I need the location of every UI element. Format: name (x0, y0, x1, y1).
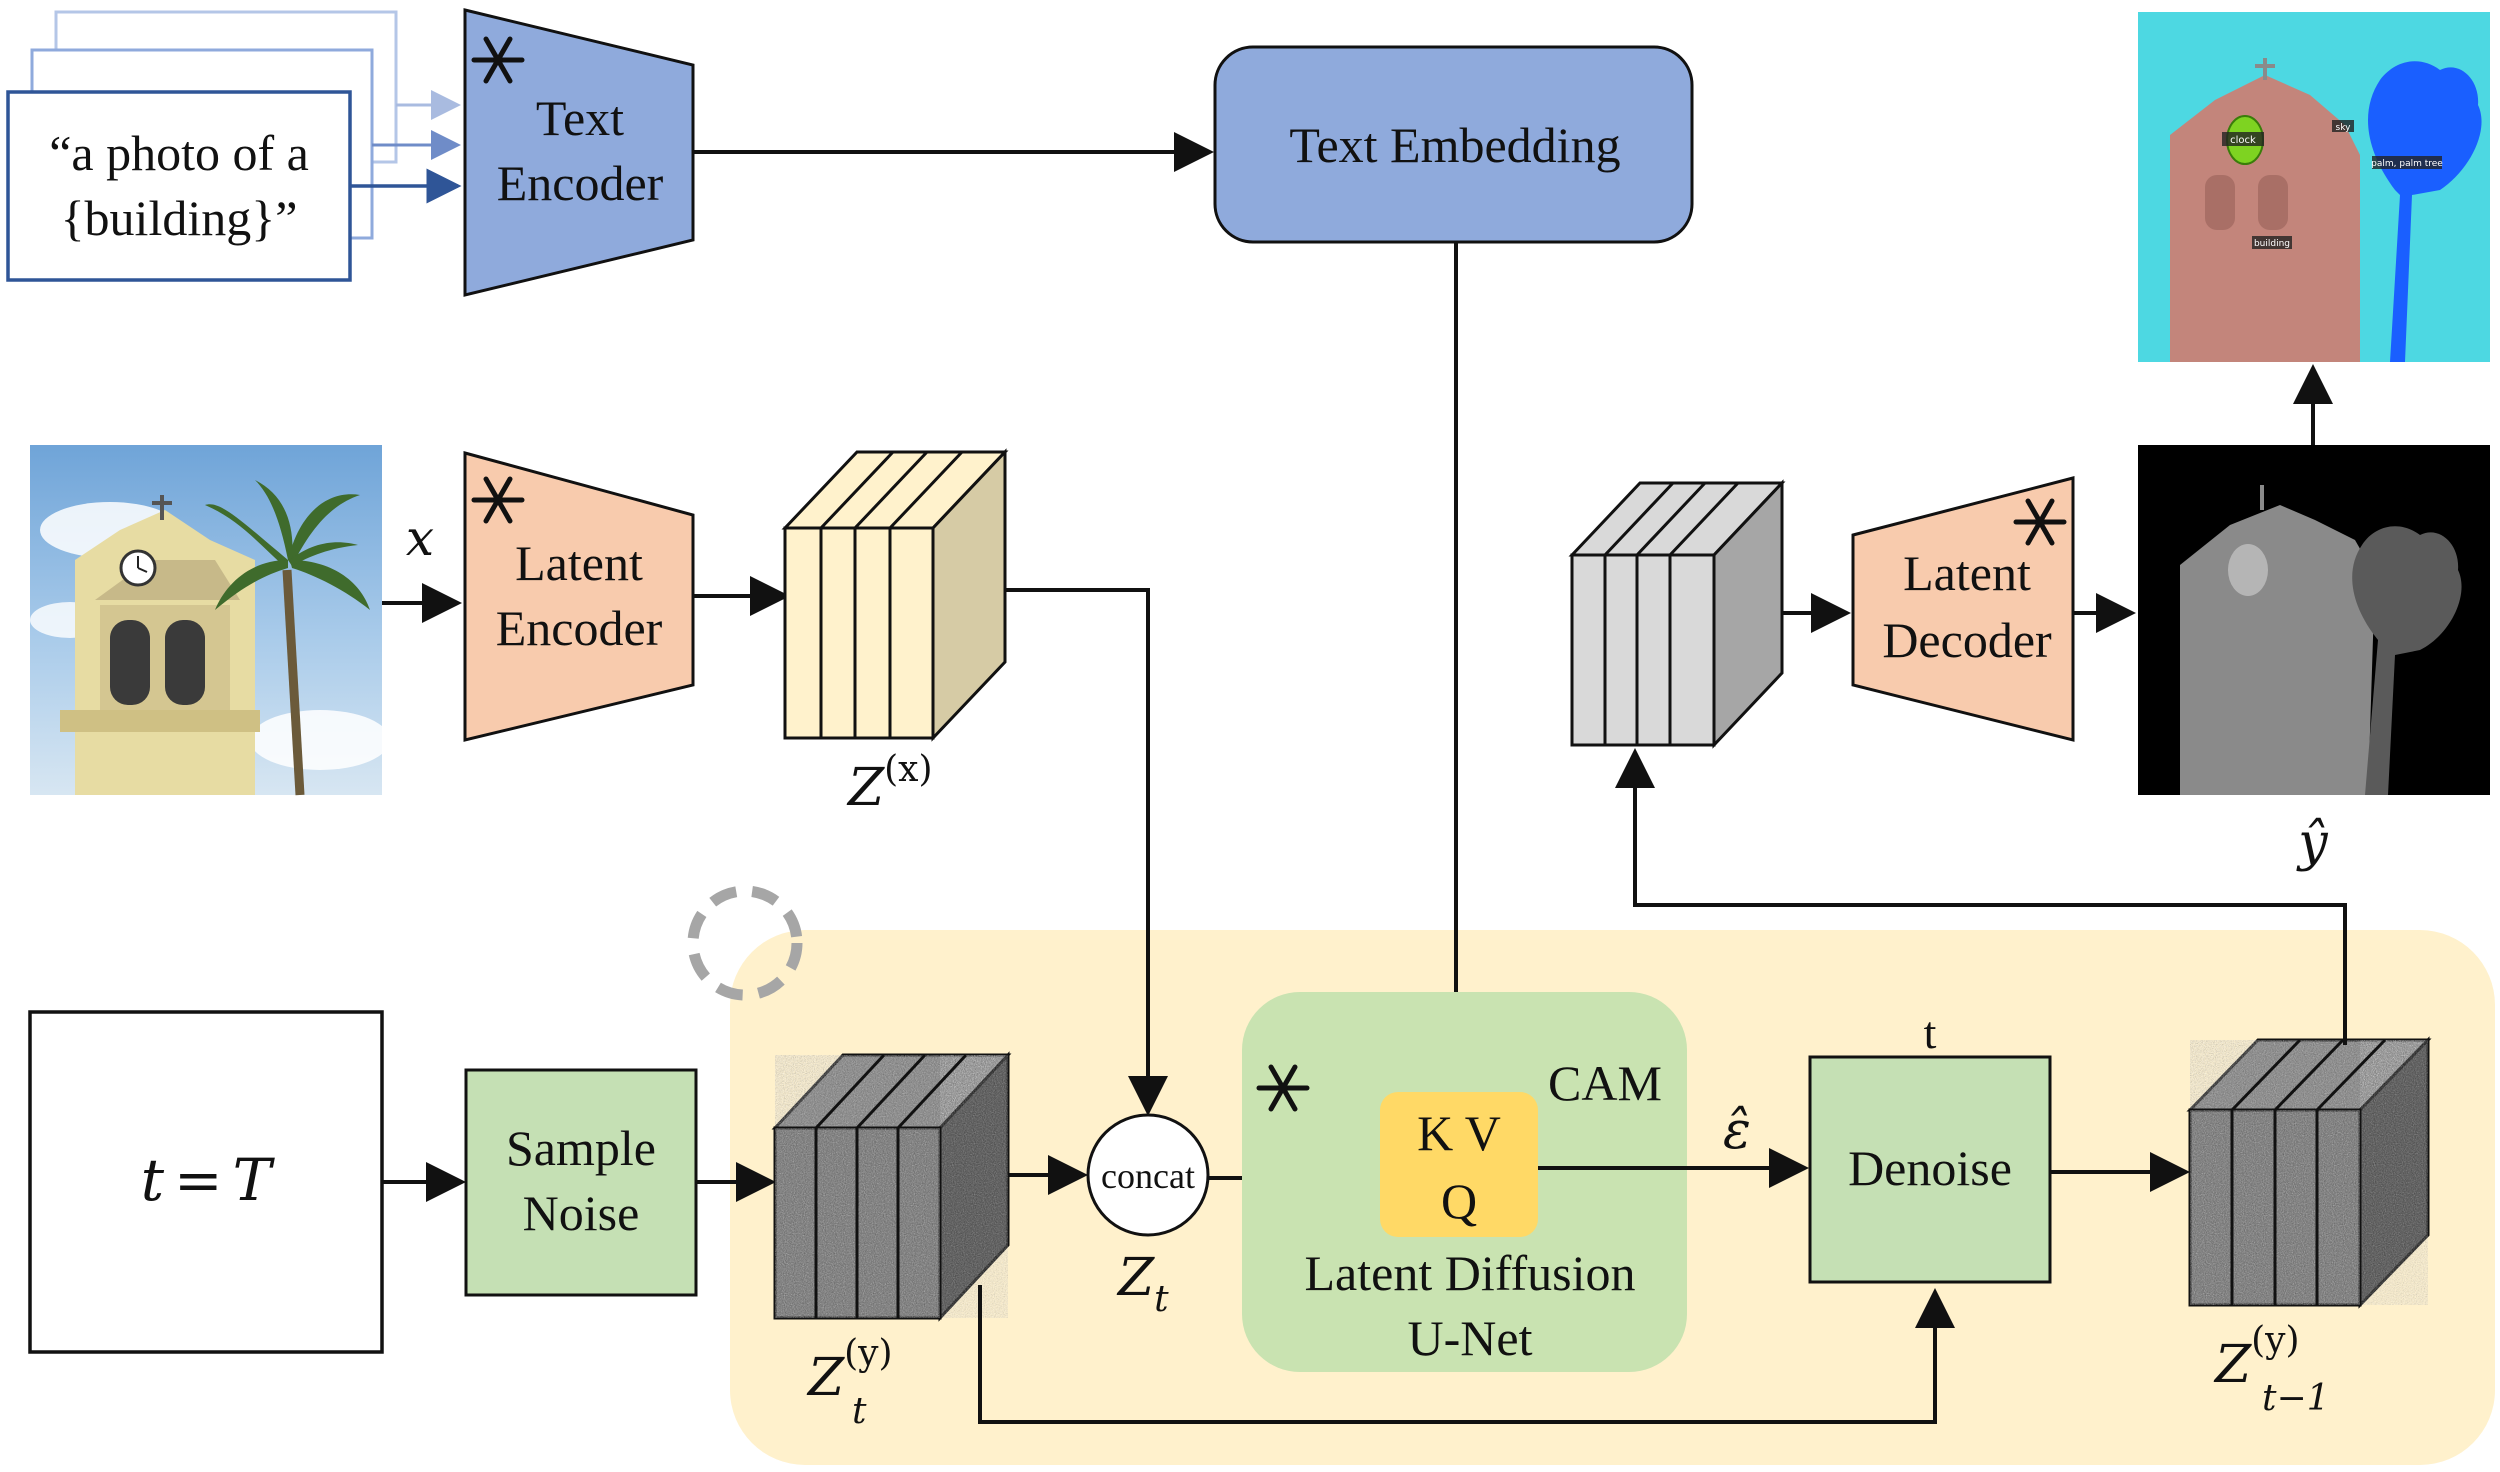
denoise-box: Denoise t (1808, 1007, 2052, 1284)
text-encoder-line-2: Encoder (497, 155, 664, 211)
text-prompt-stack: “a photo of a {building}” (6, 10, 462, 282)
snowflake-icon (1256, 1064, 1310, 1112)
snowflake-icon (471, 36, 525, 84)
q-label: Q (1441, 1173, 1477, 1229)
next-latent-label: Z(y)t−1 (2213, 1320, 2330, 1419)
segmentation-palm-region (2368, 61, 2482, 363)
svg-text:sky: sky (2336, 123, 2352, 133)
timestep-box: t=T (28, 1010, 384, 1354)
segmentation-output: clock sky palm, palm tree building (2138, 12, 2490, 363)
unet-block: CAM K V Q Latent Diffusion U-Net (1242, 992, 1687, 1372)
latent-decoder-line-1: Latent (1903, 545, 2031, 601)
noisy-latent-to-denoise-arrow (978, 1285, 1955, 1424)
depth-map-output (2138, 445, 2490, 795)
kvq-block (1380, 1092, 1538, 1237)
text-embedding-label: Text Embedding (1289, 117, 1620, 173)
next-latent-cube (2186, 1036, 2432, 1309)
latent-cube-zx (781, 448, 1009, 742)
sample-noise-line-1: Sample (506, 1120, 656, 1176)
snowflake-icon (471, 476, 525, 524)
noisy-latent-cube (771, 1051, 1012, 1322)
prompt-line-1: “a photo of a (49, 125, 309, 181)
kv-label: K V (1417, 1105, 1501, 1161)
concat-output-label: Zt (1116, 1248, 1169, 1320)
unet-line-1: Latent Diffusion (1305, 1245, 1636, 1301)
dashed-loop-icon (687, 885, 803, 1001)
latent-encoder-line-2: Encoder (496, 600, 663, 656)
snowflake-icon (2013, 498, 2067, 546)
text-encoder-line-1: Text (536, 90, 624, 146)
timestep-equation: t=T (141, 1146, 276, 1214)
noisy-latent-label: Z(y)t (806, 1333, 893, 1432)
next-latent-to-decoder-arrow (1615, 748, 2347, 1045)
latent-x-to-concat-arrow (1005, 588, 1168, 1116)
latent-encoder: Latent Encoder (463, 451, 695, 742)
sample-noise-box: Sample Noise (464, 1068, 698, 1297)
concat-node: concat (1086, 1113, 1210, 1237)
input-photo: x (30, 445, 462, 796)
svg-text:palm, palm tree: palm, palm tree (2371, 159, 2443, 169)
sample-noise-line-2: Noise (523, 1185, 640, 1241)
latent-decoder-line-2: Decoder (1882, 612, 2052, 668)
denoise-step-label: t (1924, 1007, 1937, 1058)
concat-label: concat (1101, 1156, 1195, 1196)
svg-text:building: building (2254, 239, 2290, 249)
cam-label: CAM (1548, 1055, 1662, 1111)
text-prompt-card (6, 90, 352, 282)
noise-prediction-label: ε̂ (1723, 1101, 1751, 1161)
text-encoder: Text Encoder (463, 8, 695, 297)
text-embedding-box: Text Embedding (1213, 45, 1694, 244)
decoded-latent-cube (1568, 479, 1786, 749)
denoise-label: Denoise (1848, 1140, 2012, 1196)
y-hat-label: ŷ (2296, 813, 2328, 873)
latent-zx-label: Z(x) (846, 749, 933, 818)
latent-encoder-line-1: Latent (515, 535, 643, 591)
latent-decoder: Latent Decoder (1851, 476, 2075, 742)
svg-text:clock: clock (2230, 135, 2256, 146)
unet-line-2: U-Net (1408, 1310, 1533, 1366)
prompt-line-2: {building}” (61, 190, 298, 246)
input-x-label: x (406, 509, 434, 567)
